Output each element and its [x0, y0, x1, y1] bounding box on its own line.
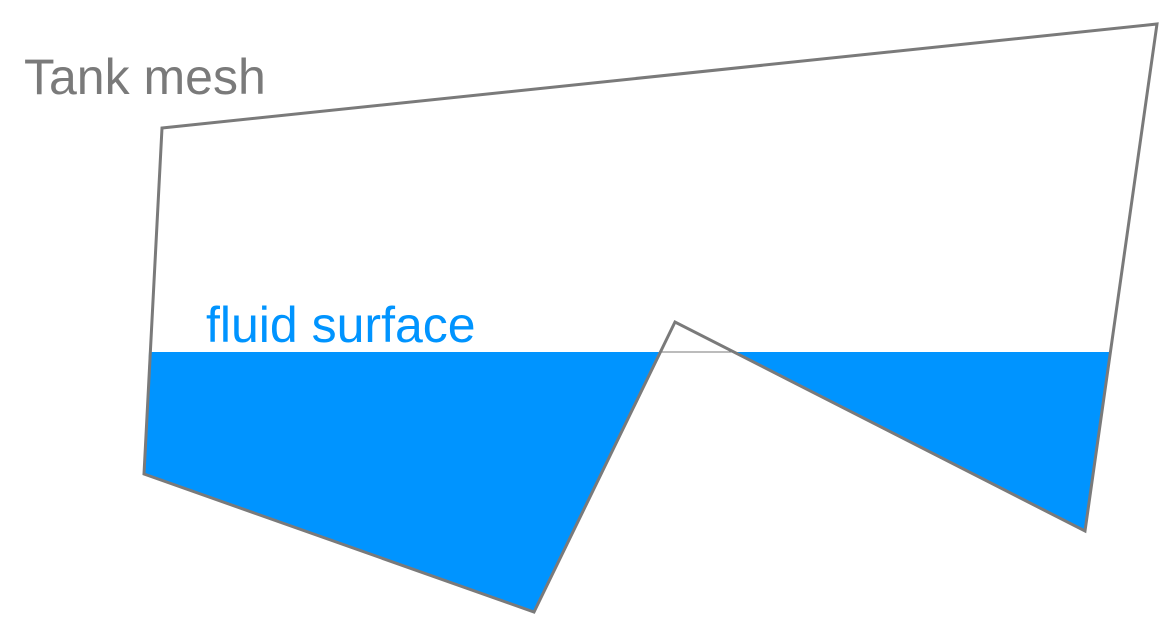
fluid-surface-label: fluid surface — [206, 297, 476, 353]
fluid-region-left — [144, 352, 659, 612]
tank-mesh-outline — [142, 22, 1159, 614]
tank-mesh-label: Tank mesh — [24, 49, 266, 105]
fluid-region-right — [735, 352, 1110, 531]
